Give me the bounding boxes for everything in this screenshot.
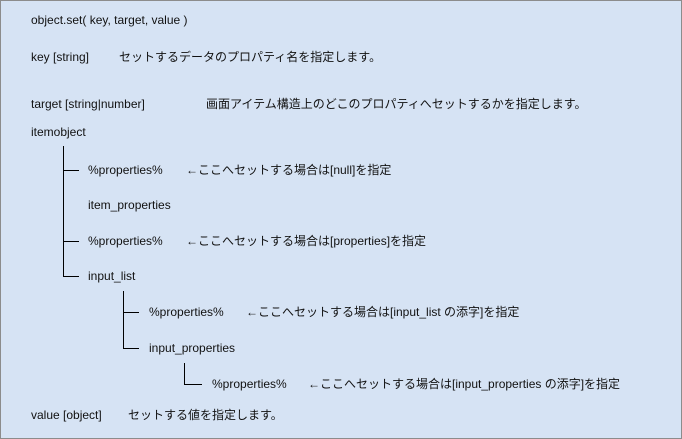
- tree-line: [123, 291, 124, 349]
- tree-props2: %properties%: [88, 234, 163, 248]
- tree-input-list: input_list: [88, 269, 136, 283]
- tree-props3: %properties%: [149, 305, 224, 319]
- signature: object.set( key, target, value ): [31, 13, 188, 27]
- tree-props4: %properties%: [212, 377, 287, 391]
- tree-branch: [123, 312, 139, 313]
- tree-root: itemobject: [31, 125, 86, 139]
- tree-branch: [63, 241, 79, 242]
- tree-branch: [63, 276, 79, 277]
- target-desc: 画面アイテム構造上のどこのプロパティへセットするかを指定します。: [206, 97, 587, 111]
- tree-note4: ←ここへセットする場合は[input_properties の添字]を指定: [308, 377, 621, 391]
- tree-line: [63, 146, 64, 277]
- value-desc: セットする値を指定します。: [128, 408, 283, 422]
- key-param: key [string]: [31, 50, 90, 64]
- value-param: value [object]: [31, 408, 102, 422]
- tree-branch: [123, 348, 139, 349]
- tree-branch: [184, 384, 202, 385]
- tree-props1: %properties%: [88, 163, 163, 177]
- key-desc: セットするデータのプロパティ名を指定します。: [119, 50, 382, 64]
- tree-line: [184, 363, 185, 385]
- tree-note1: ←ここへセットする場合は[null]を指定: [186, 163, 392, 177]
- tree-branch: [63, 170, 79, 171]
- target-param: target [string|number]: [31, 97, 145, 111]
- tree-note3: ←ここへセットする場合は[input_list の添字]を指定: [246, 305, 520, 319]
- tree-input-properties: input_properties: [149, 341, 236, 355]
- tree-item-properties: item_properties: [88, 198, 171, 212]
- tree-note2: ←ここへセットする場合は[properties]を指定: [186, 234, 427, 248]
